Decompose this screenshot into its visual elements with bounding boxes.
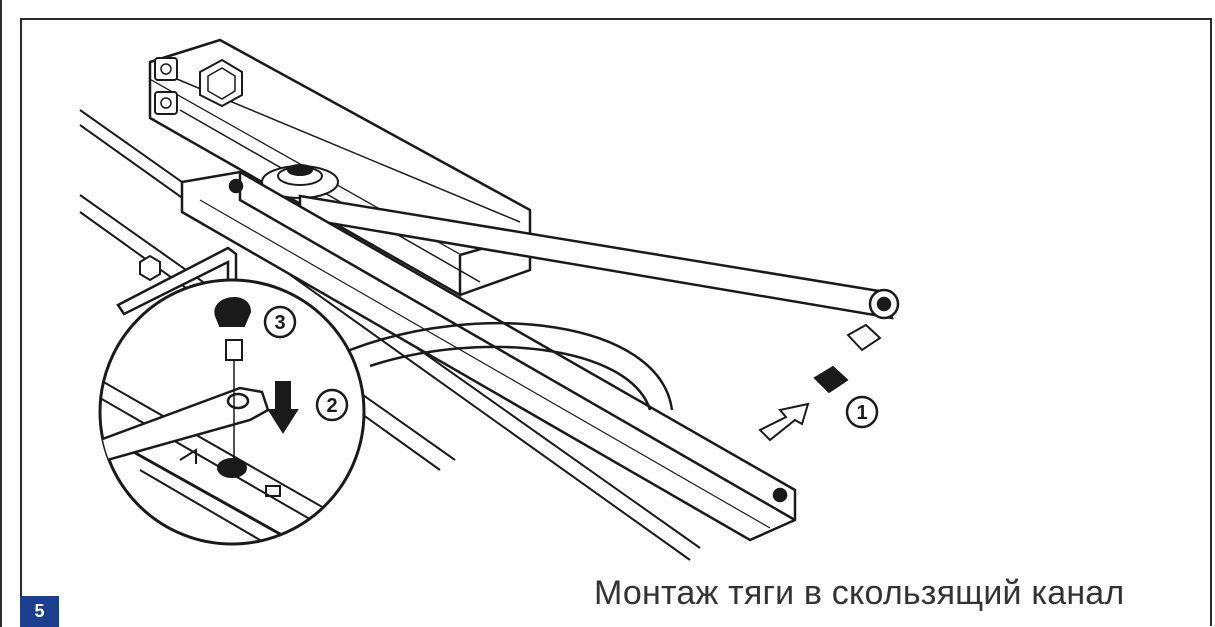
hex-nut (139, 254, 161, 282)
svg-text:1: 1 (856, 402, 867, 424)
callout-2: 2 (315, 388, 349, 422)
closer-spindle (261, 164, 339, 199)
callout-3: 3 (263, 305, 297, 339)
end-cap-parts (758, 323, 882, 442)
svg-text:3: 3 (274, 312, 285, 334)
svg-text:2: 2 (326, 395, 337, 417)
mounting-plate (349, 322, 674, 411)
step-number-badge: 5 (20, 596, 59, 627)
slide-channel (180, 170, 797, 542)
figure-frame (20, 18, 1212, 626)
figure-caption: Монтаж тяги в скользящий канал (594, 574, 1125, 612)
page-edge-rule (0, 0, 2, 627)
callout-1: 1 (845, 395, 879, 429)
detail-magnifier (98, 278, 366, 546)
